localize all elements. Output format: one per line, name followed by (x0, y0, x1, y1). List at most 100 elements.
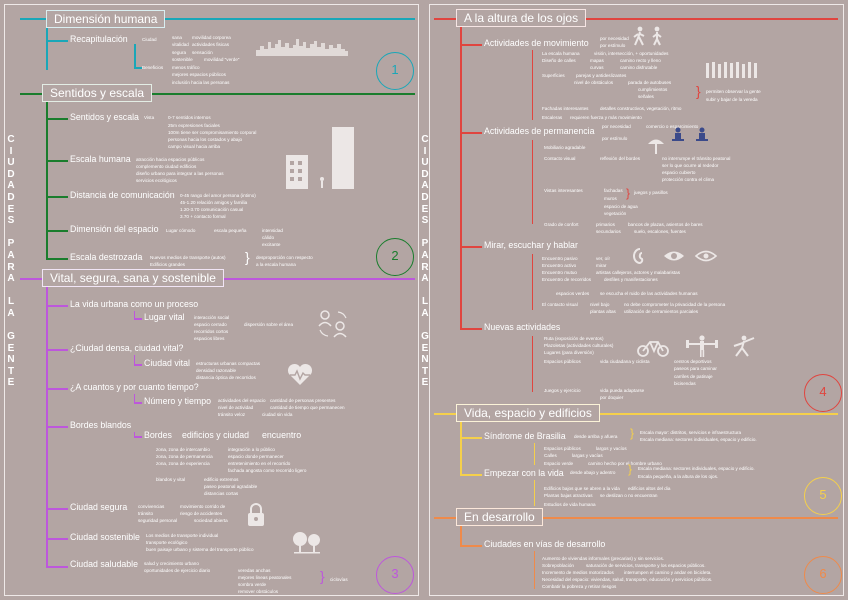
saludable-sa2: oportunidades de ejercicio diario (144, 568, 210, 574)
empezar-em7: se deslizan o no encuentran (600, 493, 657, 499)
vias-v3: saturación de servicios, transporte y lo… (586, 563, 706, 569)
empezar-em1: desde abajo y adentro (570, 470, 615, 476)
distancia-d1: 0-45 rango del amor persona (intimo) (180, 193, 256, 199)
branch-line (460, 437, 482, 439)
mov-m10: Superficies (542, 73, 565, 79)
lugar-l5: espacios libres (194, 336, 224, 342)
branch-line (46, 538, 68, 540)
trees-icon (290, 530, 324, 554)
perm-p21: suelo, escalones, fuentes (634, 229, 686, 235)
destrozada-label: Escala destrozada (70, 252, 142, 263)
section2-number: 2 (376, 238, 414, 276)
perm-p8: ser lo que ocurre al rededor (662, 163, 718, 169)
bordes-b10: paseo peatonal agradable (204, 484, 257, 490)
bordes-b3: zona, zona de permanencia (156, 454, 213, 460)
mirar-label: Mirar, escuchar y hablar (484, 240, 578, 251)
nuevas-label: Nuevas actividades (484, 322, 560, 333)
segura-sg2: movimiento corrido de (180, 504, 225, 510)
dimension-dm3: intensidad (262, 228, 283, 234)
sentidos-s6: campo visual hacia arriba (168, 144, 220, 150)
recap-sensacion: sensación (192, 50, 213, 56)
mirar-mi12: nivel bajo (590, 302, 609, 308)
nuevas-nu4: Espacios públicos (544, 359, 581, 365)
bordes-b9: edificio extremos (204, 477, 238, 483)
mov-m14: cumplimientos (638, 87, 667, 93)
mirar-mi6: artistas callejeros, actores y malabaris… (596, 270, 680, 276)
people-sitting-icon (670, 126, 714, 144)
section5-spine (460, 422, 462, 474)
lugar-l4: recorridos cortos (194, 329, 228, 335)
nuevas-nu3: Lugares (para diversión) (544, 350, 594, 356)
perm-p16: vegetación (604, 211, 626, 217)
dimension-dm5: excitante (262, 242, 280, 248)
mov-m19: detalles constructivos, vegetación, ritm… (600, 106, 681, 112)
perm-p11: Vistas interesantes (544, 188, 583, 194)
mov-m2: por estímulo (600, 43, 625, 49)
bordes-label: Bordes (144, 430, 172, 441)
numero-n4: cantidad de tiempo que permanecen (270, 405, 345, 411)
vias-desarrollo-label: Ciudades en vías de desarrollo (484, 539, 605, 550)
sentidos-s3: 25m expresiones faciales (168, 123, 220, 129)
perm-p1: por necesidad (602, 124, 631, 130)
brace-icon: } (696, 86, 701, 97)
lugar-l2: espacio cerrado (194, 322, 227, 328)
numero-n3: nivel de actividad (218, 405, 253, 411)
perm-p10: protección contra el clima (662, 177, 714, 183)
perm-p13: juegos y pasillos (634, 190, 668, 196)
numero-n6: ciudad sin vida (262, 412, 292, 418)
brasilia-br1: desde arriba y afuera (574, 434, 617, 440)
escala-e2: complemento ciudad edificios (136, 164, 196, 170)
mirar-mi8: desfiles y manifestaciones (604, 277, 658, 283)
umbrella-table-icon (646, 136, 666, 156)
branch-line (46, 230, 68, 232)
brasilia-br7: largas y vacías (572, 453, 603, 459)
branch-line (532, 140, 533, 224)
mirar-mi2: ver, oír (596, 256, 610, 262)
mov-m17: subir y bajar de la vereda (706, 97, 758, 103)
distancia-label: Distancia de comunicación (70, 190, 175, 201)
section4-spine (460, 26, 462, 330)
branch-line (46, 118, 68, 120)
recap-vitalidad: vitalidad (172, 42, 189, 48)
segura-sg1: convivencias (138, 504, 164, 510)
sentidos-vista: Vista (144, 115, 154, 121)
mov-m8: curvas (590, 65, 604, 71)
escala-e3: diseño urbano para integrar a las person… (136, 171, 224, 177)
mov-m12: nivel de obstáculos (574, 80, 613, 86)
empezar-em5: edificios altos del dia (628, 486, 670, 492)
branch-line (134, 318, 142, 320)
perm-p7: no interrumpe el tránsito peatonal (662, 156, 730, 162)
perm-p20: secundarios (596, 229, 621, 235)
sentidos-s2: 0-7 sentidos internos (168, 115, 211, 121)
sentidos-label: Sentidos y escala (70, 112, 139, 123)
nuevas-nu5: vida ciudadana y ciclista (600, 359, 650, 365)
nuevas-nu8: carriles de patinaje (674, 374, 713, 380)
walking-person-icon (630, 26, 666, 46)
branch-line (534, 551, 535, 589)
bordes-edificios-label: edificios y ciudad (182, 430, 249, 441)
mirar-mi11: El contacto visual (542, 302, 578, 308)
recap-movilidad-verde: movilidad "verde" (204, 57, 239, 63)
lugar-vital-label: Lugar vital (144, 312, 185, 323)
empezar-em3: Escala pequeña, a la altura de los ojos. (638, 474, 718, 480)
section1-title: Dimensión humana (46, 10, 165, 28)
brasilia-label: Síndrome de Brasilia (484, 431, 566, 442)
branch-line (534, 443, 535, 465)
empezar-em2: Escala mediana: sectores individuales, e… (638, 466, 755, 472)
mov-m20: Escaleras (542, 115, 562, 121)
perm-p4: Mobiliario agradable (544, 145, 585, 151)
brasilia-br6: Calles (544, 453, 557, 459)
sostenible-so2: transporte ecológico (146, 540, 187, 546)
brace-icon: } (628, 464, 632, 475)
bordes-b6: entretenimiento en el recorrido (228, 461, 290, 467)
numero-n1: actividades del espacio (218, 398, 266, 404)
branch-line (46, 160, 68, 162)
permanencia-label: Actividades de permanencia (484, 126, 595, 137)
mov-m13: parada de autobuses (628, 80, 671, 86)
mov-m16: permiten observar la gente (706, 89, 761, 95)
mov-m4: visión, intersección, + oportunidades (594, 51, 668, 57)
sentidos-s5: personas hacia los costados y abajo (168, 137, 242, 143)
escala-e4: servicios ecológicos (136, 178, 177, 184)
sentidos-s4: 100m tiene ser compromisamiento corporal (168, 130, 256, 136)
branch-line (46, 305, 68, 307)
